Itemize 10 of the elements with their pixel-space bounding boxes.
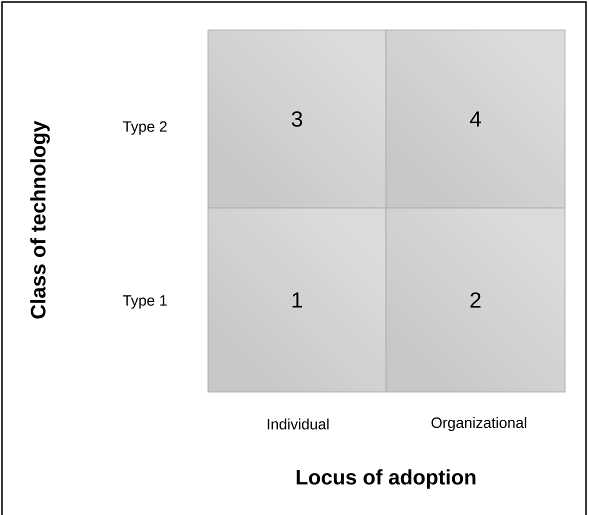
- axis-label: Type 2: [122, 121, 167, 135]
- quadrant-cell: 3: [208, 30, 386, 208]
- axis-title: Class of technology: [30, 120, 50, 319]
- axis-title: Locus of adoption: [296, 469, 476, 489]
- axis-label: Individual: [268, 418, 329, 430]
- axis-label: Type 1: [122, 295, 167, 309]
- quadrant-cell: 4: [386, 30, 566, 208]
- quadrant-cell: 1: [208, 208, 386, 392]
- quadrant-cell: 2: [386, 208, 566, 392]
- axis-label: Organizational: [432, 417, 526, 431]
